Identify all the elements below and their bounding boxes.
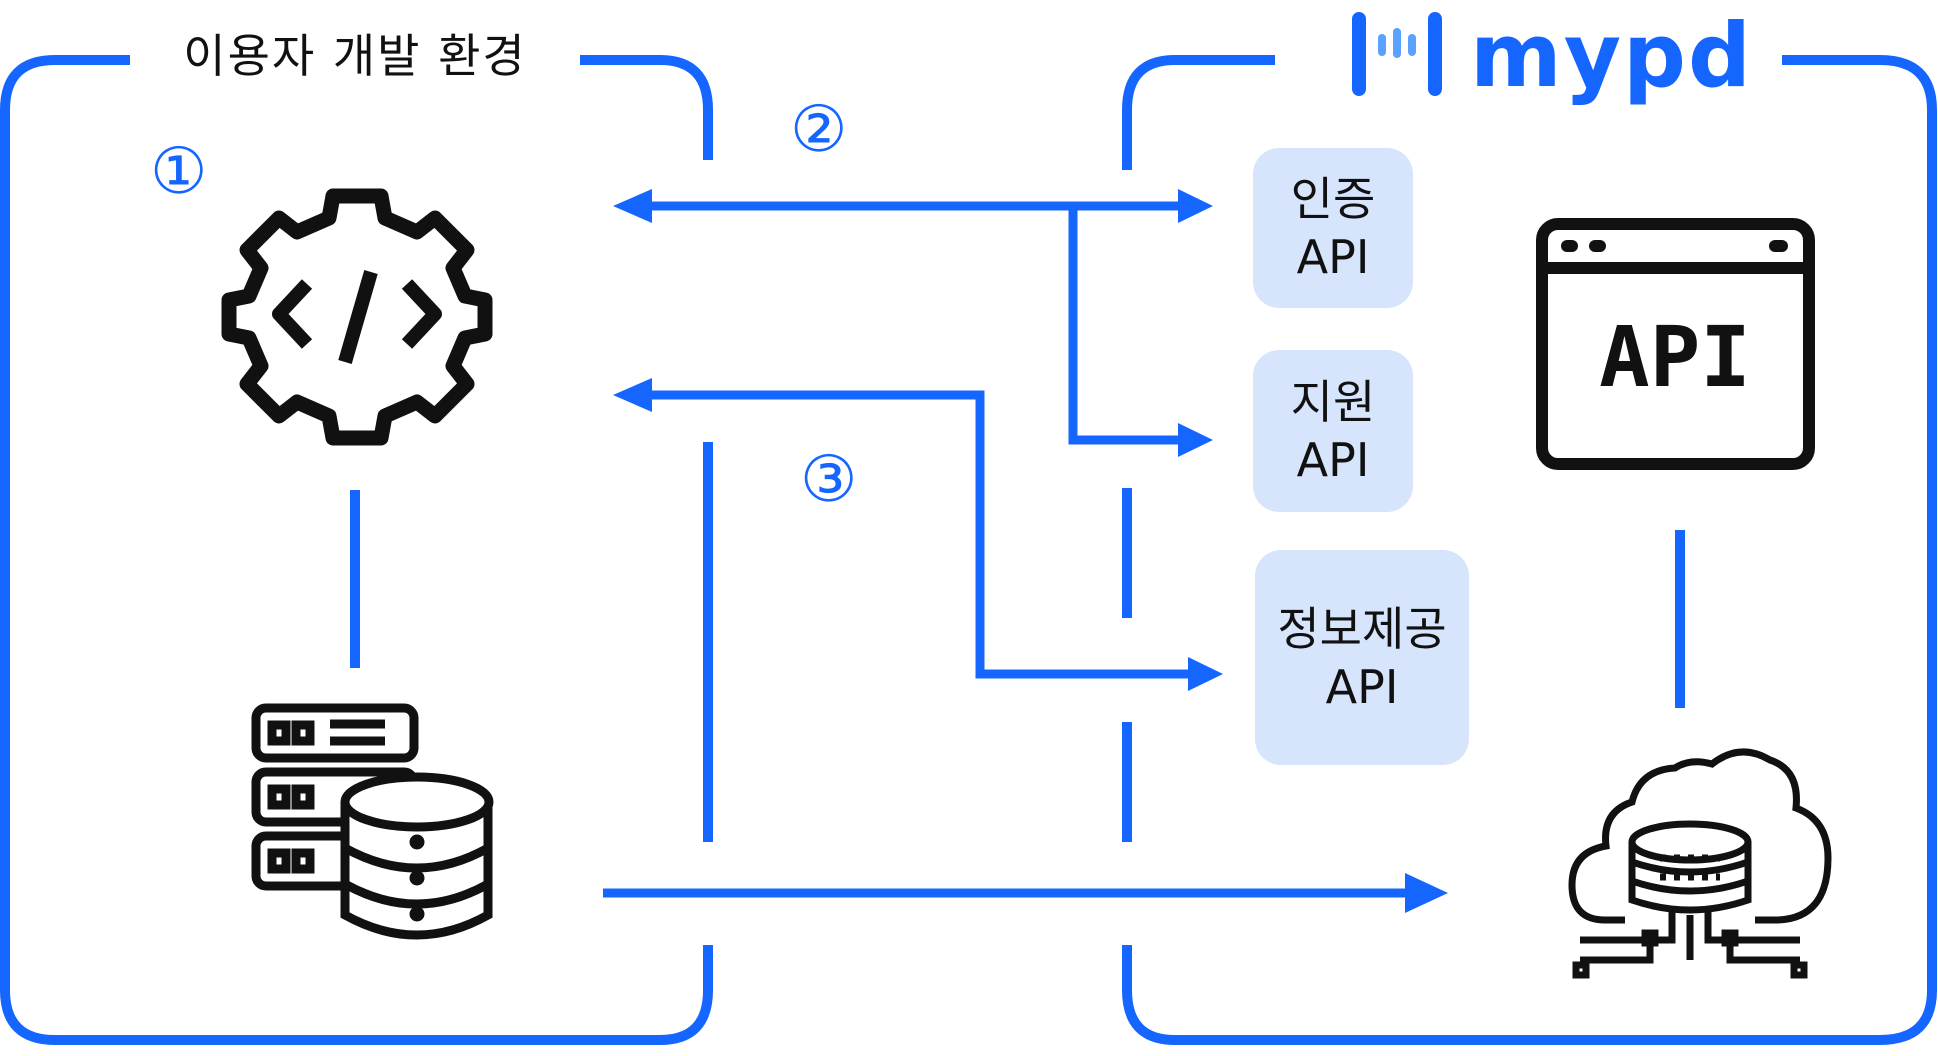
step-one-marker: ① — [150, 135, 208, 209]
step-three-marker: ③ — [800, 443, 858, 517]
info-api-label: 정보제공 — [1277, 601, 1447, 656]
api-window-label: API — [1599, 308, 1751, 406]
arrow-two-head-auth — [1178, 189, 1213, 223]
server-database-icon — [251, 703, 494, 940]
support-api-box: 지원 API — [1253, 350, 1413, 512]
arrow-three-line — [650, 390, 1198, 679]
arrow-two-branch — [1068, 206, 1188, 445]
mypd-logo-icon — [1352, 12, 1442, 96]
info-api-box: 정보제공 API — [1255, 550, 1469, 765]
info-api-sublabel: API — [1325, 659, 1399, 714]
left-group-frame — [0, 55, 713, 1045]
arrow-three-head-left — [613, 378, 652, 412]
arrow-two-head-left — [613, 189, 652, 223]
left-group-title: 이용자 개발 환경 — [183, 29, 527, 83]
arrow-two-head-support — [1178, 423, 1213, 457]
support-api-label: 지원 — [1290, 375, 1376, 429]
cloud-server-icon — [1568, 748, 1832, 979]
auth-api-label: 인증 — [1290, 172, 1376, 226]
arrow-three-head-info — [1188, 657, 1223, 691]
step-two-marker: ② — [790, 93, 848, 167]
api-window-icon — [1536, 218, 1815, 470]
data-sync-arrow-head — [1405, 873, 1448, 913]
auth-api-sublabel: API — [1296, 230, 1370, 284]
brand-name: mypd — [1470, 4, 1754, 107]
support-api-sublabel: API — [1296, 433, 1370, 487]
code-gear-icon — [221, 188, 493, 446]
auth-api-box: 인증 API — [1253, 148, 1413, 308]
right-group-frame — [1122, 55, 1937, 1045]
